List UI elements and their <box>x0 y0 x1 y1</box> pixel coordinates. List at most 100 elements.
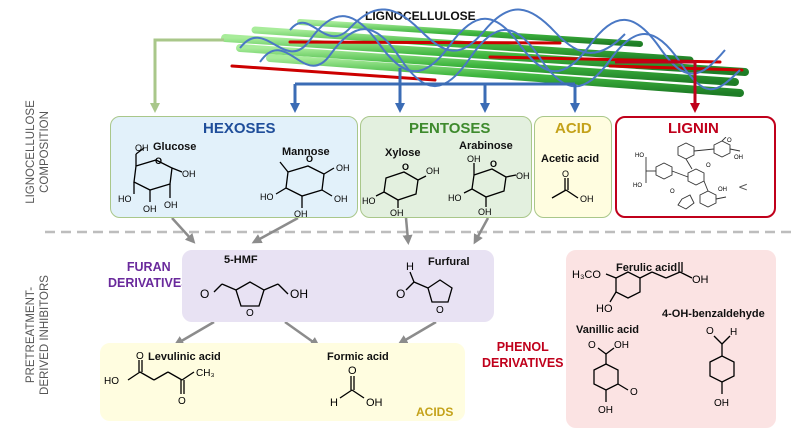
svg-text:O: O <box>630 387 638 398</box>
hemicellulose-helices <box>239 8 741 91</box>
svg-text:OH: OH <box>734 155 743 161</box>
hydroxybenzaldehyde-structure: O H OH <box>706 326 737 409</box>
phenol-heading: PHENOL DERIVATIVES <box>482 340 564 370</box>
lignin-cursor-mark: < <box>738 180 749 194</box>
svg-text:OH: OH <box>426 166 440 176</box>
hexoses-box <box>110 116 358 218</box>
svg-text:OH: OH <box>598 405 613 416</box>
xylose-structure: O OH HO OH <box>362 162 440 216</box>
arabinose-structure: O OH OH HO OH <box>448 154 530 215</box>
svg-text:HO: HO <box>104 376 119 387</box>
svg-text:O: O <box>727 138 732 144</box>
ferulic-acid-structure: H₃CO HO O OH <box>572 262 709 315</box>
svg-text:OH: OH <box>718 187 727 193</box>
lignin-structure: HO HO OH O OH O O <box>633 137 743 210</box>
svg-text:HO: HO <box>448 193 462 203</box>
hexoses-heading: HEXOSES <box>203 120 276 137</box>
formic-acid-label: Formic acid <box>327 351 389 363</box>
svg-text:OH: OH <box>366 397 383 409</box>
svg-text:H: H <box>730 327 737 338</box>
svg-text:HO: HO <box>635 153 644 159</box>
svg-text:O: O <box>178 396 186 407</box>
svg-text:OH: OH <box>334 194 348 204</box>
svg-text:OH: OH <box>390 208 404 216</box>
svg-text:O: O <box>706 326 714 337</box>
levulinic-acid-label: Levulinic acid <box>148 351 221 363</box>
hydroxybenzaldehyde-label: 4-OH-benzaldehyde <box>662 308 765 320</box>
phenol-box <box>566 250 776 428</box>
svg-text:O: O <box>306 154 313 164</box>
svg-text:H: H <box>330 397 338 409</box>
svg-text:HO: HO <box>633 183 642 189</box>
hmf-label: 5-HMF <box>224 254 258 266</box>
svg-text:HO: HO <box>596 303 613 315</box>
acids-box <box>100 343 465 421</box>
formic-acid-structure: O H OH <box>330 365 383 409</box>
diagram-title: LIGNOCELLULOSE <box>365 9 476 23</box>
svg-text:O: O <box>136 351 144 362</box>
svg-text:O: O <box>348 365 357 377</box>
mannose-structure: O OH OH HO OH <box>260 154 350 218</box>
acids-heading: ACIDS <box>416 405 454 419</box>
furfural-structure: H O O <box>396 261 453 316</box>
svg-text:OH: OH <box>516 171 530 181</box>
acid-box <box>534 116 612 218</box>
svg-text:O: O <box>562 169 569 179</box>
glucose-label: Glucose <box>153 141 197 153</box>
svg-text:OH: OH <box>714 398 729 409</box>
svg-text:O: O <box>402 162 409 172</box>
svg-text:OH: OH <box>294 209 308 218</box>
furan-heading: FURAN DERIVATIVES <box>108 260 190 290</box>
svg-text:OH: OH <box>692 274 709 286</box>
svg-text:O: O <box>155 156 162 166</box>
arrows-to-inhibitors <box>171 216 490 347</box>
pentoses-heading: PENTOSES <box>409 120 491 137</box>
svg-text:O: O <box>246 308 254 318</box>
arrow-to-lignin <box>615 60 700 113</box>
svg-text:O: O <box>490 159 497 169</box>
svg-text:HO: HO <box>118 194 132 204</box>
arrow-to-hexoses-green <box>150 38 224 113</box>
lignin-heading: LIGNIN <box>668 120 719 137</box>
svg-text:CH₃: CH₃ <box>196 368 215 379</box>
pentoses-box <box>360 116 532 218</box>
svg-text:OH: OH <box>164 200 178 210</box>
mannose-label: Mannose <box>282 146 330 158</box>
furfural-label: Furfural <box>428 256 470 268</box>
svg-text:HO: HO <box>362 196 376 206</box>
arrows-to-sugars-acid <box>290 68 580 113</box>
svg-text:OH: OH <box>336 163 350 173</box>
svg-text:O: O <box>436 305 444 316</box>
svg-text:H: H <box>406 261 414 273</box>
glucose-structure: O OH HO OH OH OH <box>118 143 196 214</box>
vanillic-acid-structure: O OH O OH <box>588 340 638 416</box>
svg-text:OH: OH <box>182 169 196 179</box>
svg-text:OH: OH <box>478 207 492 215</box>
acetic-acid-label: Acetic acid <box>541 153 600 165</box>
svg-text:O: O <box>396 287 405 301</box>
hmf-structure: O O OH <box>200 281 308 318</box>
svg-text:OH: OH <box>135 143 149 153</box>
side-label-inhibitors: PRETREATMENT-DERIVED INHIBITORS <box>25 275 51 395</box>
lignin-box <box>615 116 776 218</box>
svg-text:OH: OH <box>290 287 308 301</box>
xylose-label: Xylose <box>385 147 421 159</box>
ferulic-acid-label: Ferulic acid <box>616 262 678 274</box>
furan-box <box>182 250 494 322</box>
acid-heading: ACID <box>555 120 592 137</box>
svg-text:H₃CO: H₃CO <box>572 269 601 281</box>
svg-text:OH: OH <box>580 194 594 204</box>
vanillic-acid-label: Vanillic acid <box>576 324 639 336</box>
levulinic-acid-structure: O HO CH₃ O <box>104 351 215 407</box>
svg-text:HO: HO <box>260 192 274 202</box>
svg-text:O: O <box>588 340 596 351</box>
acetic-acid-structure: O OH <box>551 169 594 204</box>
svg-text:O: O <box>200 287 209 301</box>
svg-text:OH: OH <box>467 154 481 164</box>
svg-text:OH: OH <box>143 204 157 214</box>
svg-text:O: O <box>706 163 711 169</box>
arabinose-label: Arabinose <box>459 140 513 152</box>
svg-text:O: O <box>670 189 675 195</box>
